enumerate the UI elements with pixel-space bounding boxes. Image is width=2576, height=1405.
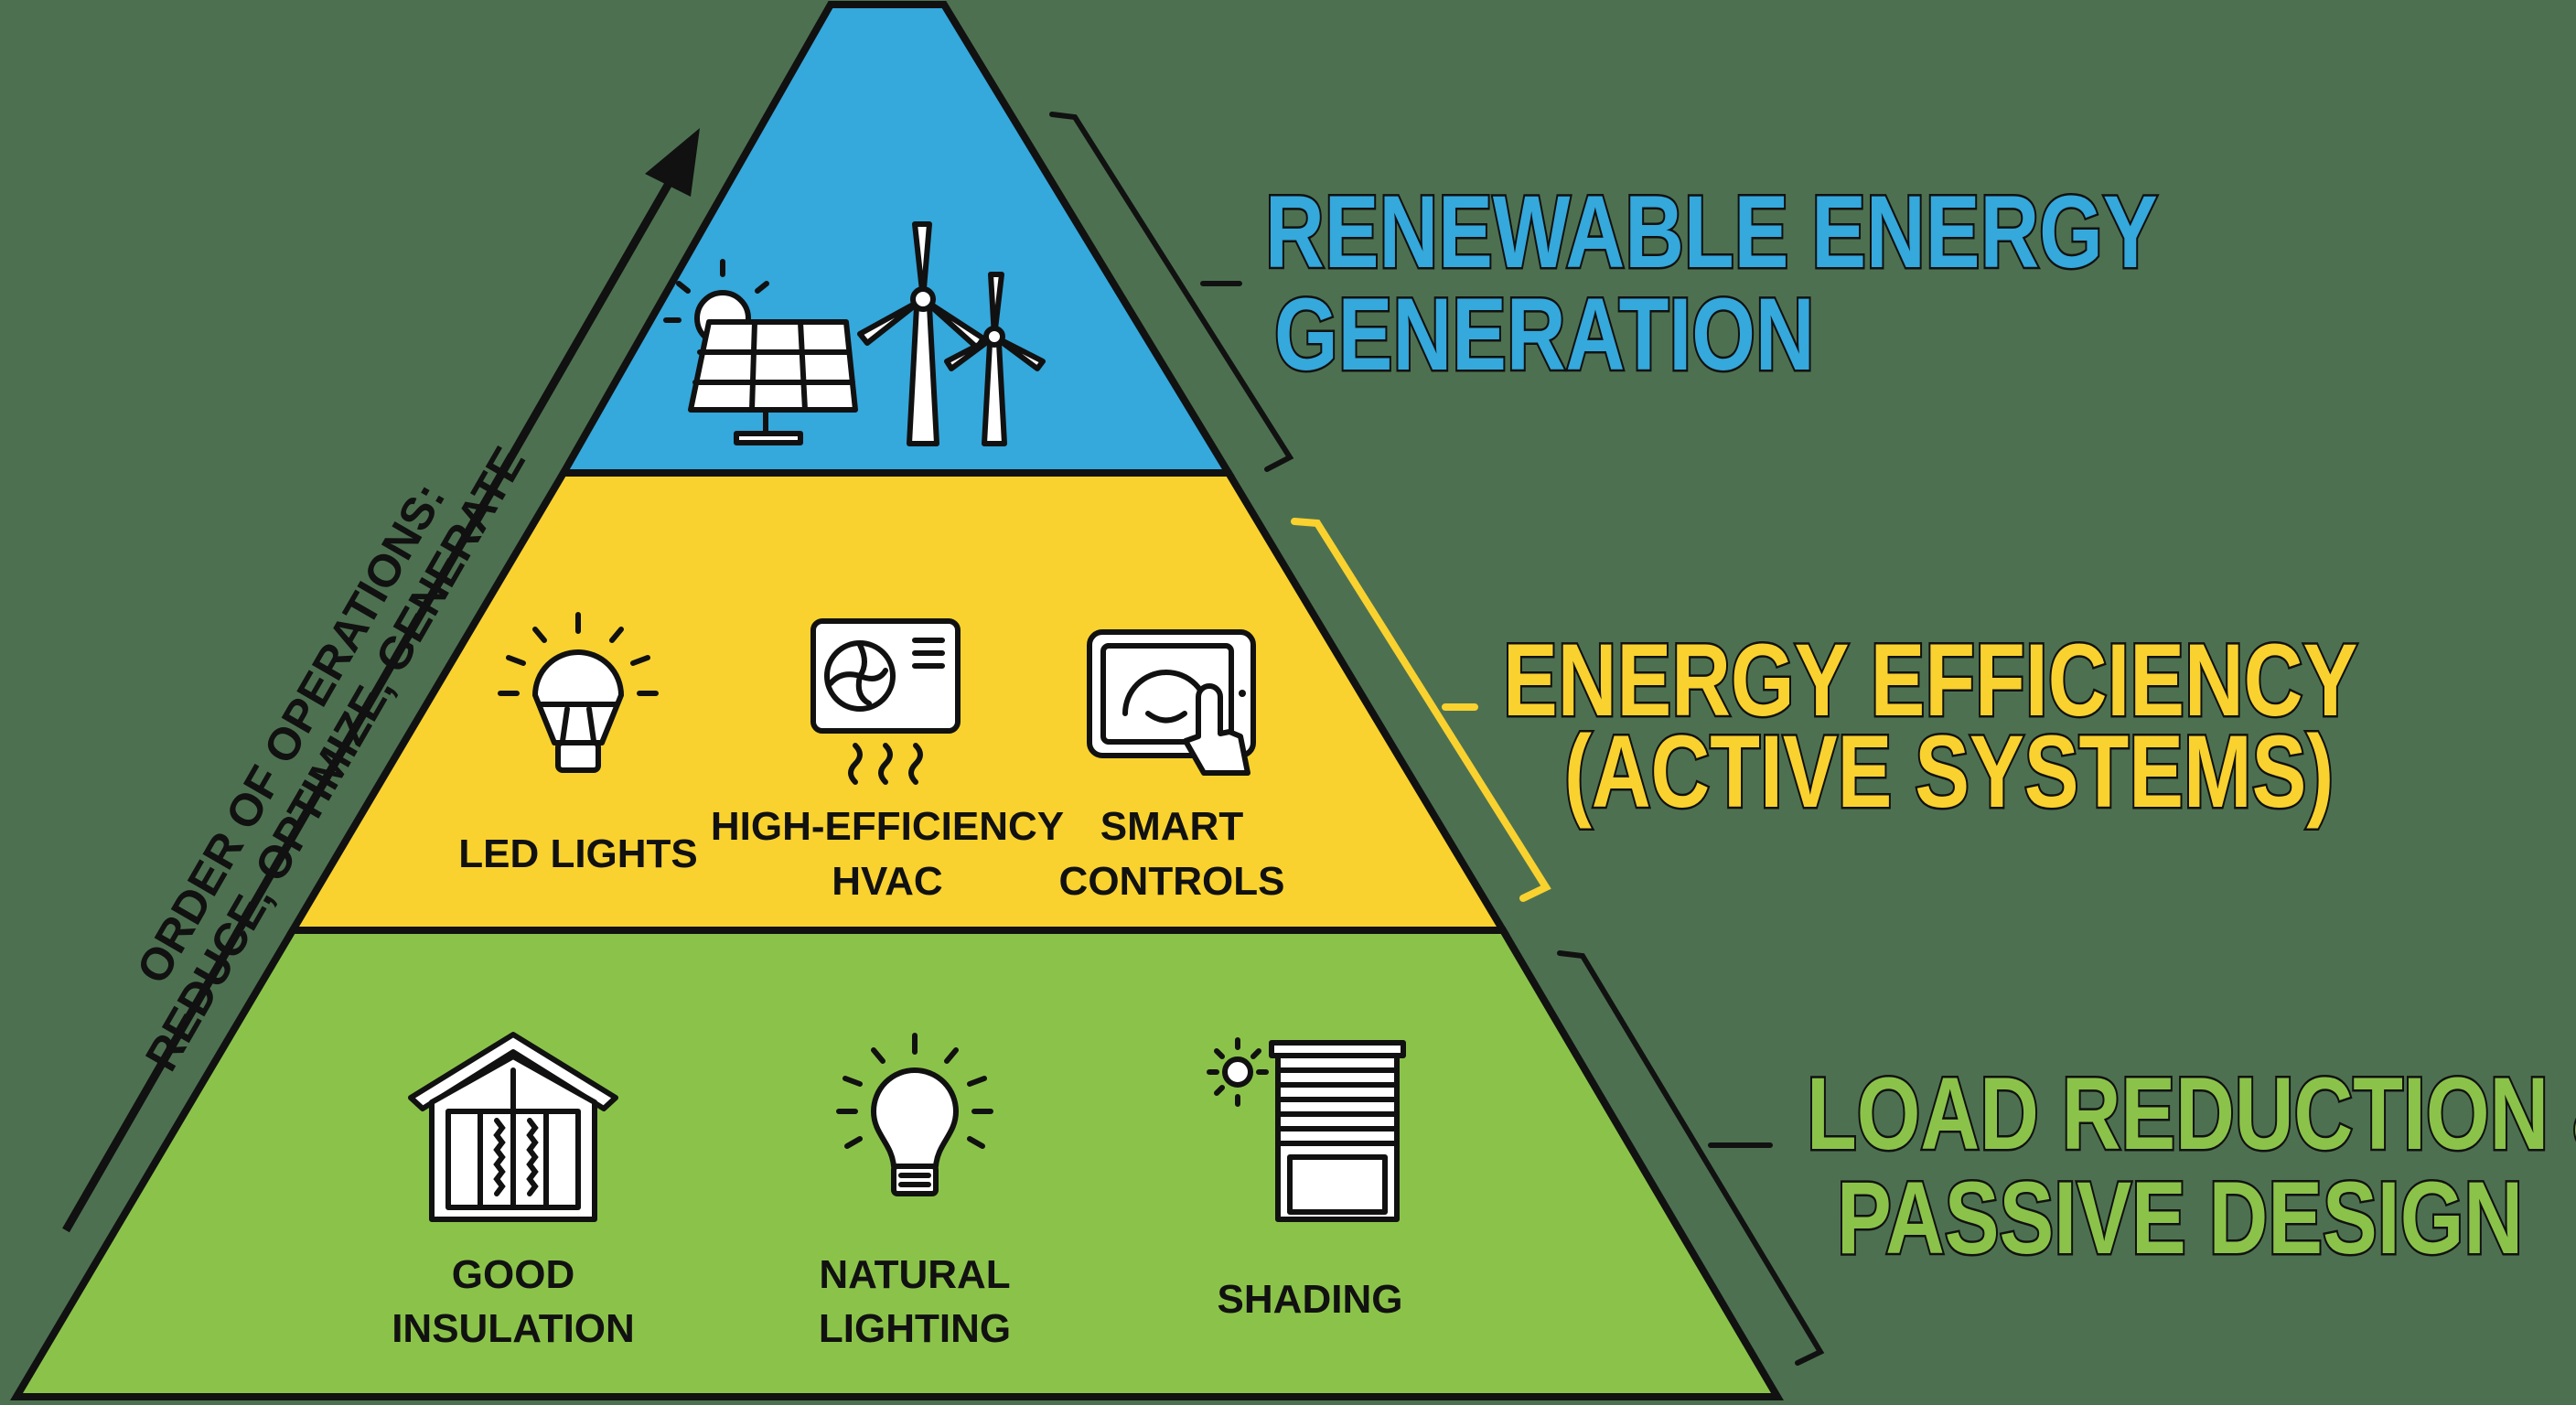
label-smart-line2: CONTROLS: [1059, 859, 1285, 904]
efficiency-title-line1: ENERGY EFFICIENCY: [1503, 624, 2357, 738]
efficiency-title-line2: (ACTIVE SYSTEMS): [1564, 715, 2334, 830]
label-insulation-line1: GOOD: [452, 1252, 574, 1297]
label-led-lights: LED LIGHTS: [458, 831, 698, 876]
label-shading: SHADING: [1218, 1277, 1403, 1322]
arrow-head-icon: [645, 128, 700, 197]
bracket-efficiency: [1291, 518, 1551, 902]
label-hvac-line2: HVAC: [832, 859, 942, 904]
hvac-unit-icon: [810, 618, 961, 785]
tier-renewable: [557, 0, 1236, 477]
bracket-renewable: [1049, 112, 1294, 472]
wind-turbine-icon: [857, 221, 1046, 446]
light-bulb-icon: [836, 1033, 993, 1196]
bracket-passive: [1557, 950, 1825, 1366]
label-smart-line1: SMART: [1100, 804, 1244, 849]
label-natural-line2: LIGHTING: [819, 1306, 1011, 1351]
insulated-house-icon: [408, 1032, 618, 1222]
passive-title-line2: PASSIVE DESIGN: [1837, 1162, 2523, 1276]
solar-panel-icon: [663, 259, 858, 445]
led-bulb-icon: [498, 612, 659, 773]
label-natural-line1: NATURAL: [819, 1252, 1010, 1297]
renewable-title-line2: GENERATION: [1274, 278, 1815, 392]
label-hvac-line1: HIGH-EFFICIENCY: [711, 804, 1064, 849]
smart-thermostat-icon: [1087, 629, 1256, 776]
label-insulation-line2: INSULATION: [392, 1306, 635, 1351]
passive-title-line1: LOAD REDUCTION &: [1807, 1057, 2576, 1172]
order-arrow: [62, 128, 700, 1233]
renewable-title-line1: RENEWABLE ENERGY: [1265, 176, 2158, 290]
window-shade-icon: [1207, 1037, 1406, 1222]
